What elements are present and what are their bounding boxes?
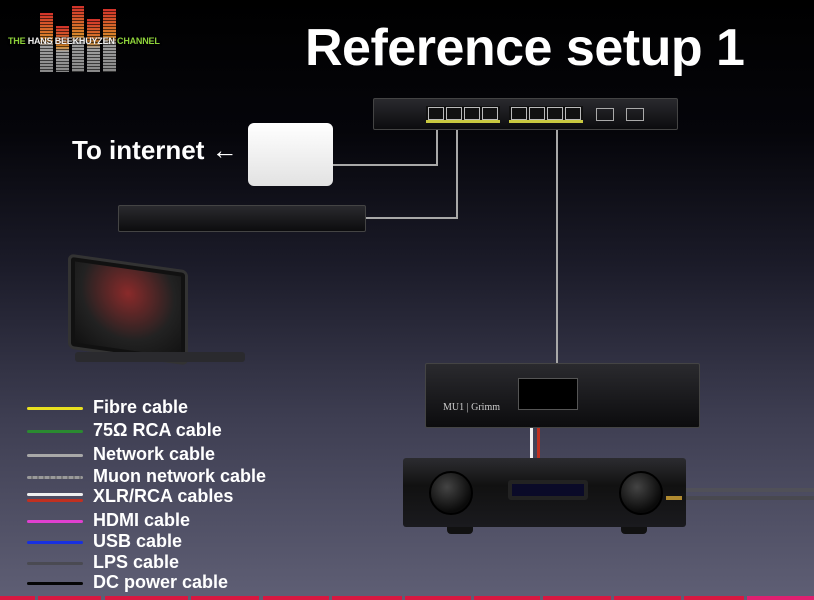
legend-label: DC power cable [93, 572, 229, 592]
to-internet-text: To internet [72, 135, 205, 165]
legend-swatch [27, 475, 83, 479]
amp-foot [447, 527, 473, 534]
grimm-logo: MU1 | Grimm [443, 402, 501, 413]
tablet [68, 253, 188, 366]
xlr-cable-white [530, 428, 533, 459]
logo-text-3: CHANNEL [114, 36, 160, 46]
logo-text: THE HANS BEEKHUYZEN CHANNEL [8, 36, 160, 46]
server [118, 205, 366, 232]
legend-item: LPS cable [27, 552, 179, 573]
legend-item: Network cable [27, 444, 215, 465]
router [248, 123, 333, 186]
logo-text-2: HANS BEEKHUYZEN [27, 36, 115, 46]
legend-label: XLR/RCA cables [93, 486, 234, 506]
network-cable-server-v [456, 126, 458, 219]
legend-item: Muon network cable [27, 466, 266, 487]
legend-swatch [27, 406, 83, 410]
legend-label: HDMI cable [93, 510, 191, 530]
streamer-display [518, 378, 578, 410]
to-internet-label: To internet ← [72, 135, 238, 166]
legend-swatch [27, 453, 83, 457]
amplifier-display [508, 480, 588, 500]
slide-title: Reference setup 1 [305, 19, 745, 77]
legend-label: Muon network cable [93, 466, 267, 486]
switch-ports-1-4 [426, 106, 500, 123]
legend-item: Fibre cable [27, 397, 188, 418]
lps-cable-1 [686, 488, 814, 492]
lps-cable-2 [686, 496, 814, 500]
legend-swatch [27, 492, 83, 496]
amp-foot [621, 527, 647, 534]
xlr-cable-red [537, 428, 540, 459]
legend-label: LPS cable [93, 552, 180, 572]
logo-text-1: THE [8, 36, 28, 46]
legend-item: 75Ω RCA cable [27, 420, 222, 441]
legend-swatch [27, 561, 83, 565]
tablet-screen [75, 261, 181, 358]
switch-ports-5-8 [509, 106, 583, 123]
arrow-left-icon: ← [211, 135, 238, 165]
channel-logo: THE HANS BEEKHUYZEN CHANNEL [8, 4, 160, 76]
legend-item: DC power cable [27, 572, 228, 593]
amp-indicator [666, 496, 682, 500]
sfp-port-2 [626, 108, 644, 121]
legend-swatch [27, 429, 83, 433]
tablet-keyboard [75, 352, 245, 362]
amplifier [403, 458, 686, 534]
network-cable-router-h [333, 164, 438, 166]
legend-label: USB cable [93, 531, 183, 551]
legend-swatch [27, 519, 83, 523]
input-knob [619, 471, 663, 515]
network-cable-server-h [366, 217, 458, 219]
legend-swatch [27, 540, 83, 544]
network-switch [373, 98, 678, 130]
network-cable-streamer [556, 126, 558, 364]
legend-item: USB cable [27, 531, 182, 552]
logo-bars [40, 6, 116, 72]
legend-item: HDMI cable [27, 510, 190, 531]
legend-label: Network cable [93, 444, 216, 464]
legend-swatch [27, 581, 83, 585]
legend-item: XLR/RCA cables [27, 486, 233, 507]
network-cable-router-v [436, 126, 438, 166]
sfp-port-1 [596, 108, 614, 121]
legend-label: 75Ω RCA cable [93, 420, 222, 440]
volume-knob [429, 471, 473, 515]
legend-label: Fibre cable [93, 397, 189, 417]
